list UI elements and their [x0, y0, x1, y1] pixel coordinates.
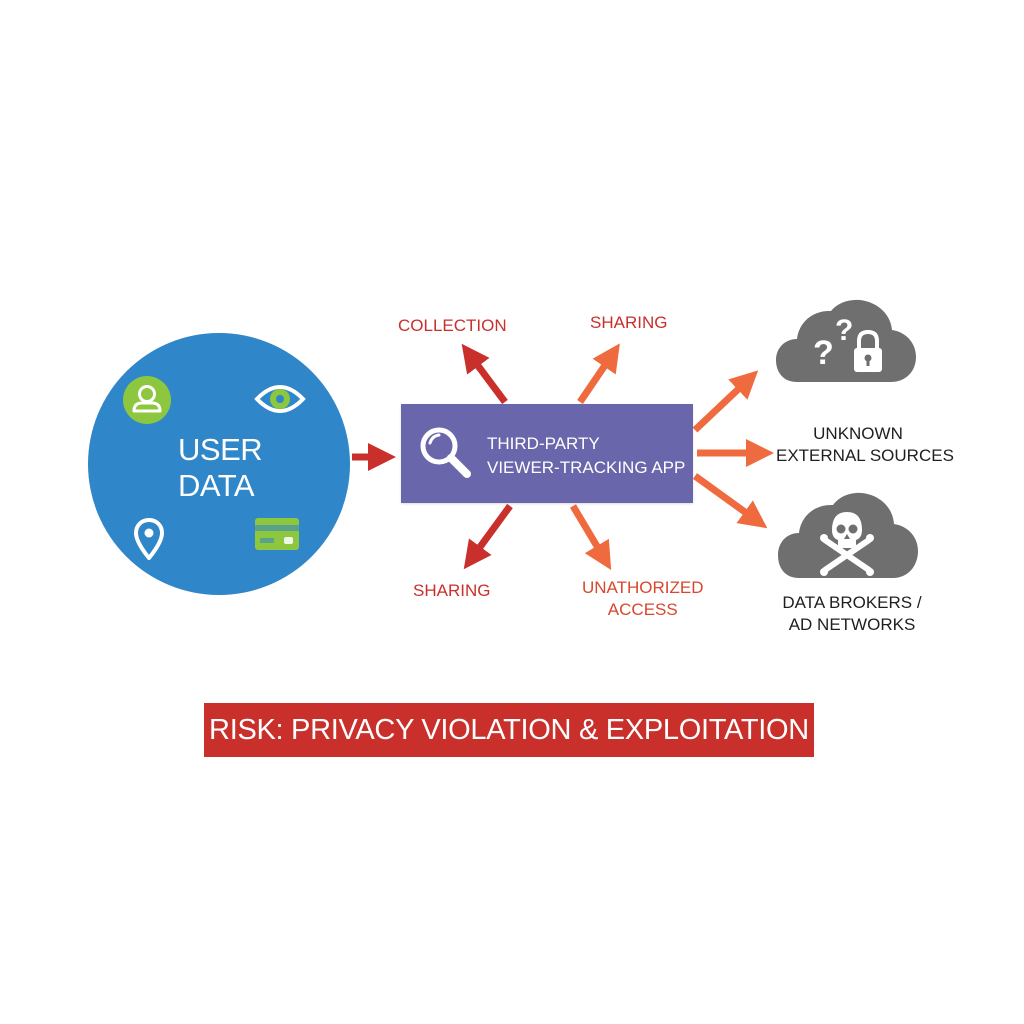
label-data-brokers-ad-networks: DATA BROKERS / AD NETWORKS — [782, 593, 922, 634]
label-sharing-bottom: SHARING — [413, 581, 491, 600]
credit-card-icon — [255, 518, 299, 550]
label-collection: COLLECTION — [398, 316, 507, 335]
cloud-skull-icon — [778, 492, 918, 578]
arrow-to-brokers — [692, 473, 768, 529]
svg-text:?: ? — [813, 334, 834, 372]
eye-icon — [254, 385, 306, 413]
arrow-collection — [461, 343, 508, 405]
user-profile-icon — [123, 376, 171, 424]
risk-banner: RISK: PRIVACY VIOLATION & EXPLOITATION — [204, 703, 814, 757]
svg-text:?: ? — [835, 314, 853, 347]
tracking-app-title: THIRD-PARTY VIEWER-TRACKING APP — [487, 434, 686, 477]
arrow-sharing-top — [577, 343, 620, 404]
label-sharing-top: SHARING — [590, 313, 668, 332]
arrow-unauthorized — [569, 504, 612, 571]
arrow-sharing-bottom — [463, 503, 513, 570]
magnifier-icon — [420, 427, 471, 478]
location-pin-icon — [134, 518, 164, 560]
arrow-to-unknown — [692, 370, 759, 433]
label-unknown-external-sources: UNKNOWN EXTERNAL SOURCES — [776, 424, 954, 465]
label-unauthorized-access: UNATHORIZED ACCESS — [582, 578, 704, 619]
user-data-title: USER DATA — [178, 432, 263, 503]
cloud-question-lock-icon: ? ? — [776, 299, 916, 382]
user-data-circle — [88, 333, 350, 595]
tracking-app-box — [401, 404, 693, 503]
